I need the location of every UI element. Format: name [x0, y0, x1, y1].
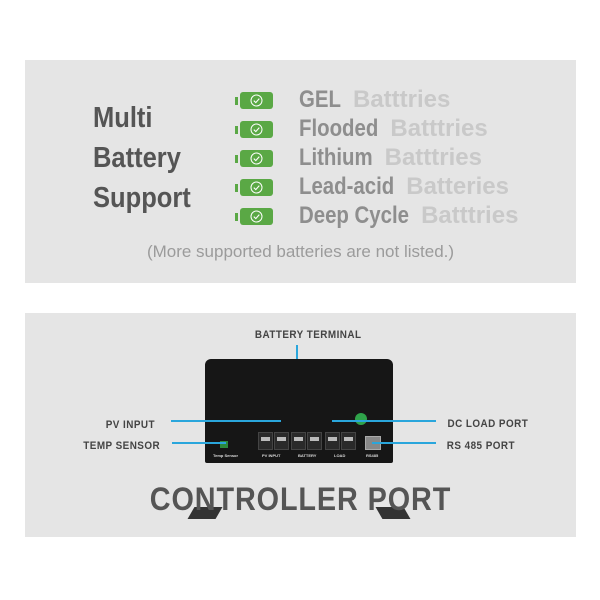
label-pv-input: PV INPUT [105, 419, 155, 431]
device-label: LOAD [334, 453, 346, 458]
device-label: BATTERY [298, 453, 317, 458]
battery-check-icon [235, 207, 273, 225]
battery-suffix: Batttries [421, 202, 519, 229]
pointer-line [372, 442, 436, 444]
battery-type: Deep Cycle [299, 202, 409, 229]
battery-type-item: Lead-acid Batteries [235, 173, 509, 201]
pv-terminal [274, 432, 289, 450]
label-battery-terminal: BATTERY TERMINAL [254, 329, 362, 341]
battery-terminal [291, 432, 306, 450]
label-temp-sensor: TEMP SENSOR [83, 440, 161, 452]
temp-sensor-jack [220, 441, 228, 448]
pointer-line [172, 442, 226, 444]
battery-check-icon [235, 178, 273, 196]
battery-suffix: Batttries [390, 115, 488, 142]
battery-type-item: Flooded Batttries [235, 115, 488, 143]
battery-check-icon [235, 120, 273, 138]
load-terminal [341, 432, 356, 450]
battery-suffix: Batttries [384, 144, 482, 171]
battery-check-icon [235, 149, 273, 167]
label-dc-load-port: DC LOAD PORT [447, 418, 529, 430]
support-title: Multi Battery Support [93, 98, 191, 218]
device-label: Temp Sensor [213, 453, 239, 458]
battery-suffix: Batteries [406, 173, 509, 200]
device-label: RS485 [366, 453, 379, 458]
battery-type: Lead-acid [299, 173, 395, 200]
title-line: Battery [93, 142, 181, 174]
label-rs485-port: RS 485 PORT [446, 440, 516, 452]
controller-port-title: CONTROLLER PORT [149, 481, 452, 517]
note-text: (More supported batteries are not listed… [146, 242, 455, 261]
battery-type: Flooded [299, 115, 379, 142]
battery-type-item: Deep Cycle Batttries [235, 202, 518, 230]
battery-type-item: GEL Batttries [235, 86, 450, 114]
title-line: Support [93, 182, 191, 214]
battery-suffix: Batttries [352, 86, 451, 113]
pointer-line [171, 420, 281, 422]
status-led [355, 413, 367, 425]
battery-type-item: Lithium Batttries [235, 144, 482, 172]
controller-port-panel: BATTERY TERMINAL PV INPUT TEMP SENSOR DC… [25, 313, 576, 537]
pointer-line [332, 420, 436, 422]
device-label: PV INPUT [262, 453, 281, 458]
pv-terminal [258, 432, 273, 450]
controller-device: Temp Sensor PV INPUT BATTERY LOAD RS485 [187, 359, 411, 519]
battery-type: Lithium [299, 144, 373, 171]
battery-terminal [307, 432, 322, 450]
title-line: Multi [93, 102, 153, 134]
load-terminal [325, 432, 340, 450]
battery-type: GEL [299, 86, 341, 113]
battery-check-icon [235, 91, 273, 109]
